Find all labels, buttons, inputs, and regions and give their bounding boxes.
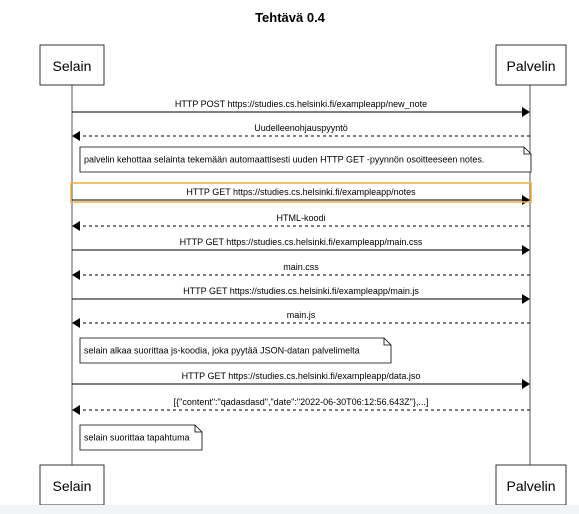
- note-12: selain suorittaa tapahtuma: [79, 424, 203, 451]
- participant-right-top: Palvelin: [495, 44, 567, 86]
- arrow-head-icon: [72, 131, 80, 141]
- message-0: HTTP POST https://studies.cs.helsinki.fi…: [72, 99, 530, 117]
- note-9: selain alkaa suorittaa js-koodia, joka p…: [79, 337, 392, 364]
- note-fold-icon: [194, 425, 202, 433]
- message-label: [{"content":"qadasdasd","date":"2022-06-…: [174, 397, 429, 407]
- message-4: HTML-koodi: [72, 213, 530, 231]
- message-11: [{"content":"qadasdasd","date":"2022-06-…: [72, 397, 530, 415]
- arrow-head-icon: [72, 405, 80, 415]
- participant-left-top-label: Selain: [53, 58, 92, 74]
- message-1: Uudelleenohjauspyyntö: [72, 123, 530, 141]
- note-box: [79, 337, 392, 364]
- message-label: main.css: [283, 262, 319, 272]
- message-label: HTTP GET https://studies.cs.helsinki.fi/…: [180, 237, 423, 247]
- participant-left-top: Selain: [39, 44, 105, 86]
- arrow-head-icon: [522, 107, 530, 117]
- note-2: palvelin kehottaa selainta tekemään auto…: [79, 146, 532, 173]
- note-text: palvelin kehottaa selainta tekemään auto…: [84, 155, 484, 165]
- message-6: main.css: [72, 262, 530, 280]
- message-8: main.js: [72, 310, 530, 328]
- arrow-head-icon: [72, 221, 80, 231]
- arrow-head-icon: [522, 294, 530, 304]
- message-label: HTTP GET https://studies.cs.helsinki.fi/…: [183, 286, 419, 296]
- message-label: HTTP GET https://studies.cs.helsinki.fi/…: [182, 371, 421, 381]
- note-box: [79, 146, 532, 173]
- arrow-head-icon: [522, 195, 530, 205]
- message-label: HTTP POST https://studies.cs.helsinki.fi…: [175, 99, 427, 109]
- message-label: HTTP GET https://studies.cs.helsinki.fi/…: [186, 187, 416, 197]
- note-fold-icon: [523, 147, 531, 155]
- arrow-head-icon: [72, 270, 80, 280]
- message-label: HTML-koodi: [276, 213, 325, 223]
- message-label: Uudelleenohjauspyyntö: [254, 123, 348, 133]
- message-5: HTTP GET https://studies.cs.helsinki.fi/…: [72, 237, 530, 255]
- bottom-strip: [0, 505, 579, 514]
- participant-left-bottom-label: Selain: [53, 478, 92, 494]
- note-text: selain suorittaa tapahtuma: [84, 433, 190, 443]
- note-box: [79, 424, 203, 451]
- message-10: HTTP GET https://studies.cs.helsinki.fi/…: [72, 371, 530, 389]
- message-label: main.js: [287, 310, 316, 320]
- arrow-head-icon: [522, 379, 530, 389]
- participant-left-bottom: Selain: [39, 464, 105, 505]
- participant-right-bottom: Palvelin: [495, 464, 567, 505]
- arrow-head-icon: [72, 318, 80, 328]
- participant-right-bottom-label: Palvelin: [506, 478, 555, 494]
- diagram-title: Tehtävä 0.4: [255, 10, 326, 25]
- note-fold-icon: [383, 338, 391, 346]
- arrow-head-icon: [522, 245, 530, 255]
- participant-right-top-label: Palvelin: [506, 58, 555, 74]
- steps-layer: HTTP POST https://studies.cs.helsinki.fi…: [70, 99, 532, 451]
- message-7: HTTP GET https://studies.cs.helsinki.fi/…: [72, 286, 530, 304]
- highlight-frame: [70, 182, 532, 203]
- note-text: selain alkaa suorittaa js-koodia, joka p…: [84, 346, 360, 356]
- message-3: HTTP GET https://studies.cs.helsinki.fi/…: [70, 182, 532, 205]
